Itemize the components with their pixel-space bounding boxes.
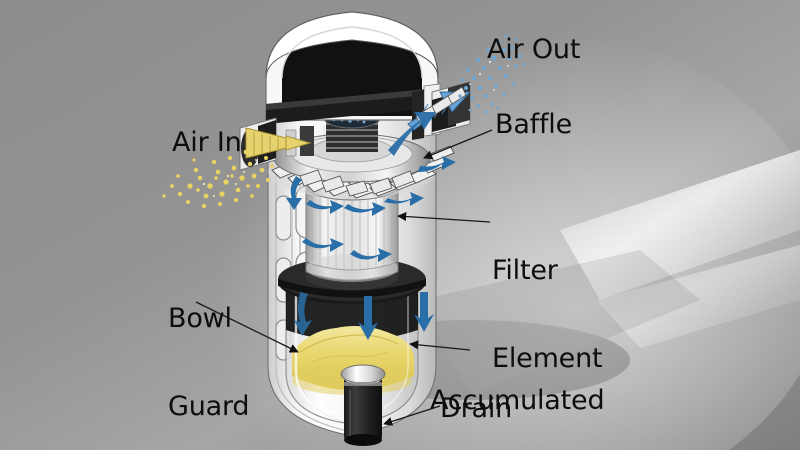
label-accumulated-liquid: Accumulated liquid [430,328,605,450]
baffle-fins-lower [299,169,415,197]
leader-bowl-guard [195,301,299,353]
leader-drain [383,405,441,426]
contaminated-particles [162,146,274,209]
label-filter-element: Filter Element [492,198,603,431]
leader-baffle [423,129,493,160]
label-bowl-guard-line2: Guard [168,390,250,422]
air-in-arrow [245,127,312,159]
filter-head [239,11,471,171]
internal-flow-arrows [286,112,456,340]
label-bowl-guard-line1: Bowl [168,303,232,335]
leader-lines [195,129,493,426]
label-filter-element-line1: Filter [492,255,558,287]
clean-particles [458,34,526,114]
label-accumulated-liquid-line1: Accumulated [430,385,605,417]
leader-accumulated-liquid [409,340,471,351]
label-baffle: Baffle [495,109,572,140]
light-streak [560,150,800,348]
label-air-out: Air Out [487,34,581,65]
label-drain: Drain [440,393,513,424]
leader-filter-element [397,211,491,223]
label-air-in: Air In [172,127,242,158]
contaminated-air-stream [162,127,312,209]
label-bowl-guard: Bowl Guard [168,246,250,450]
label-filter-element-line2: Element [492,342,603,374]
drain-valve [340,364,386,446]
